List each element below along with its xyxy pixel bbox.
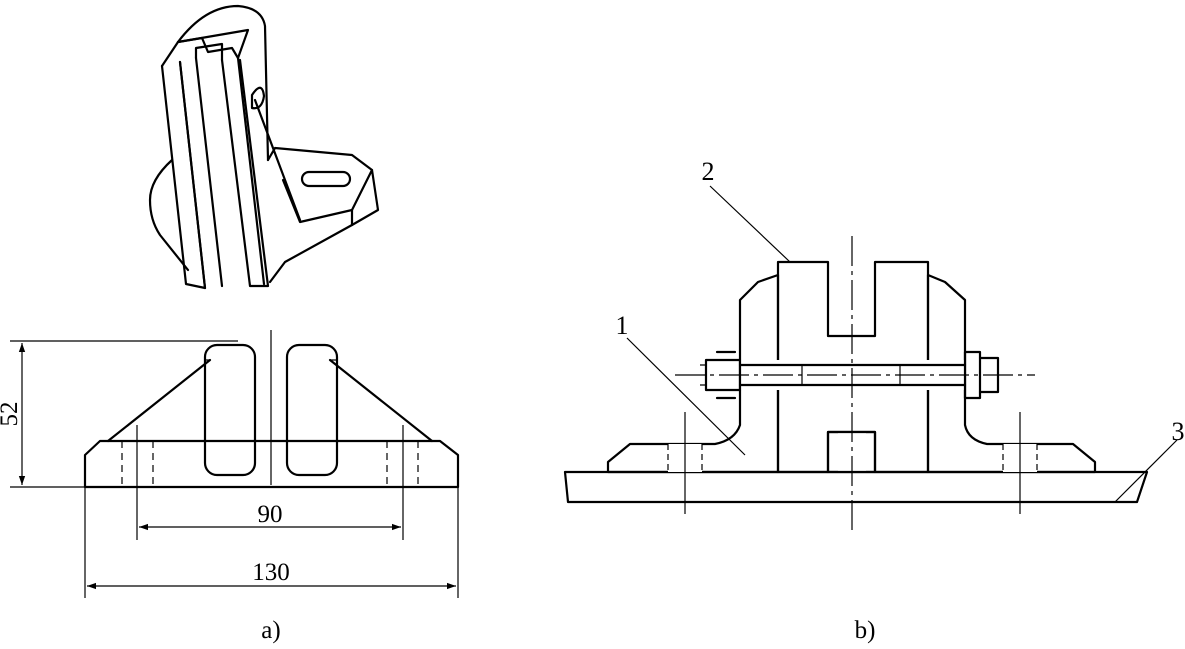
isometric-bracket (148, 4, 380, 290)
callout-2: 2 (702, 157, 715, 186)
dim-hole-spacing: 90 (258, 501, 283, 528)
section-view-b: 2 1 3 (563, 157, 1185, 530)
callout-1: 1 (616, 311, 629, 340)
caption-a: a) (261, 617, 280, 644)
caption-b: b) (855, 617, 876, 644)
bracket-left-section (606, 273, 780, 474)
bracket-right-section (926, 273, 1097, 474)
callout-3: 3 (1172, 417, 1185, 446)
dim-height: 52 (0, 402, 23, 427)
dim-overall-width: 130 (252, 559, 290, 586)
front-view-a: 52 90 130 (0, 330, 460, 598)
